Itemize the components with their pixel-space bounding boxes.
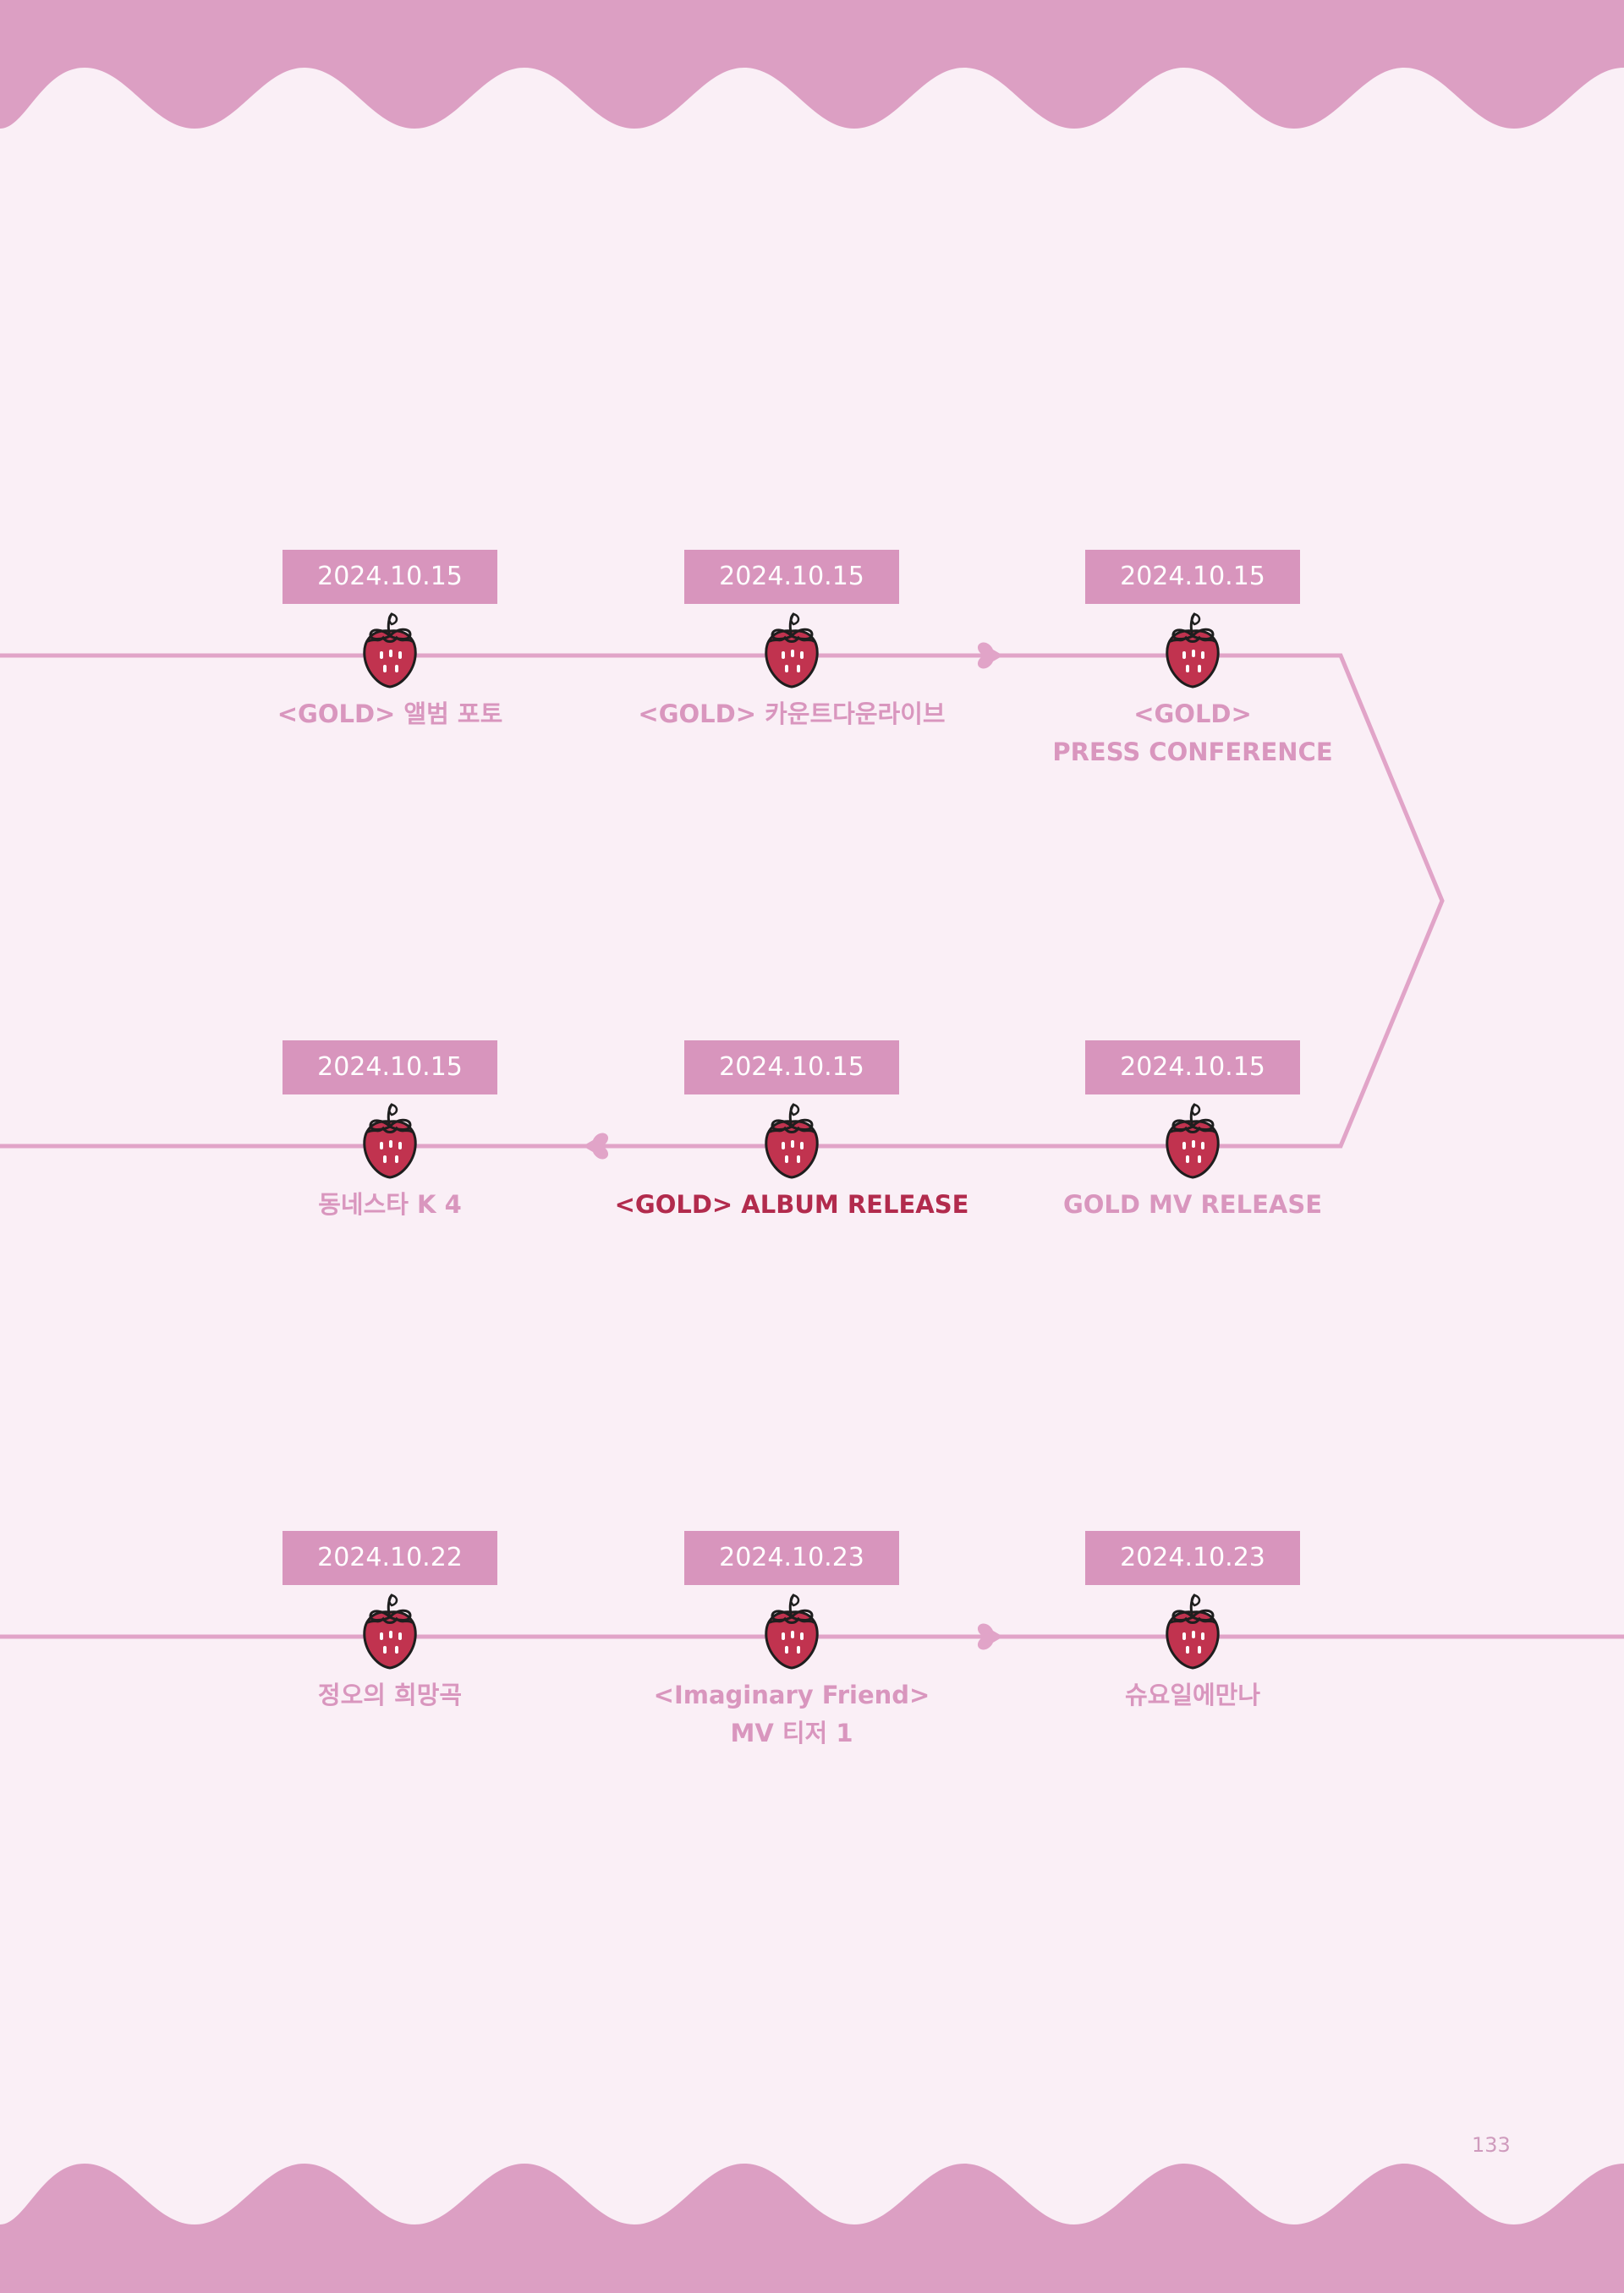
timeline-event: 2024.10.15 <GOLD> PRESS CONFERENCE xyxy=(1015,550,1370,770)
event-date-badge: 2024.10.15 xyxy=(283,550,497,604)
event-caption: GOLD MV RELEASE xyxy=(1015,1186,1370,1224)
strawberry-icon xyxy=(761,1592,822,1670)
timeline-event: 2024.10.23 <Imaginary Friend> MV 티저 1 xyxy=(614,1531,969,1751)
event-caption-line: <GOLD> 카운트다운라이브 xyxy=(638,699,946,728)
event-caption-line: <GOLD> 앨범 포토 xyxy=(277,699,503,728)
event-caption: <GOLD> 카운트다운라이브 xyxy=(614,695,969,733)
timeline-path-upper xyxy=(0,653,1445,1149)
strawberry-icon xyxy=(359,611,420,688)
event-caption: 슈요일에만나 xyxy=(1015,1676,1370,1714)
strawberry-icon xyxy=(1162,611,1223,688)
event-caption-line: 정오의 희망곡 xyxy=(317,1681,463,1709)
event-caption: <GOLD> PRESS CONFERENCE xyxy=(1015,695,1370,771)
event-date-badge: 2024.10.22 xyxy=(283,1531,497,1585)
event-date-badge: 2024.10.15 xyxy=(1085,550,1300,604)
event-caption: <GOLD> 앨범 포토 xyxy=(212,695,568,733)
heart-arrow-icon xyxy=(583,1133,609,1160)
event-caption-line: 슈요일에만나 xyxy=(1124,1681,1261,1709)
strawberry-icon xyxy=(1162,1592,1223,1670)
timeline-event: 2024.10.15 동네스타 K 4 xyxy=(212,1040,568,1260)
bottom-wave-border xyxy=(0,2164,1624,2293)
timeline-event: 2024.10.23 슈요일에만나 xyxy=(1015,1531,1370,1751)
timeline-event: 2024.10.15 <GOLD> 카운트다운라이브 xyxy=(614,550,969,770)
event-caption-line: PRESS CONFERENCE xyxy=(1052,738,1333,766)
strawberry-icon xyxy=(359,1101,420,1179)
event-caption: 정오의 희망곡 xyxy=(212,1676,568,1714)
strawberry-icon xyxy=(761,611,822,688)
event-date-badge: 2024.10.15 xyxy=(684,550,899,604)
heart-arrow-icon xyxy=(977,1623,1003,1650)
page-number: 133 xyxy=(1472,2133,1511,2157)
event-caption: 동네스타 K 4 xyxy=(212,1186,568,1224)
event-caption-line: <Imaginary Friend> xyxy=(653,1681,930,1709)
strawberry-icon xyxy=(761,1101,822,1179)
event-date-badge: 2024.10.15 xyxy=(283,1040,497,1094)
event-caption-line: <GOLD> xyxy=(1133,699,1252,728)
event-date-badge: 2024.10.15 xyxy=(684,1040,899,1094)
event-caption-line: <GOLD> ALBUM RELEASE xyxy=(614,1190,969,1219)
top-wave-border xyxy=(0,0,1624,129)
event-date-badge: 2024.10.23 xyxy=(684,1531,899,1585)
timeline-event: 2024.10.15 <GOLD> ALBUM RELEASE xyxy=(614,1040,969,1260)
event-date-badge: 2024.10.23 xyxy=(1085,1531,1300,1585)
event-caption-line: GOLD MV RELEASE xyxy=(1062,1190,1323,1219)
heart-arrow-icon xyxy=(977,642,1003,669)
event-caption-line: 동네스타 K 4 xyxy=(318,1190,462,1219)
strawberry-icon xyxy=(359,1592,420,1670)
event-caption: <Imaginary Friend> MV 티저 1 xyxy=(614,1676,969,1753)
timeline-event: 2024.10.15 <GOLD> 앨범 포토 xyxy=(212,550,568,770)
event-caption-line: MV 티저 1 xyxy=(730,1719,853,1747)
timeline-event: 2024.10.15 GOLD MV RELEASE xyxy=(1015,1040,1370,1260)
strawberry-icon xyxy=(1162,1101,1223,1179)
timeline-event: 2024.10.22 정오의 희망곡 xyxy=(212,1531,568,1751)
event-date-badge: 2024.10.15 xyxy=(1085,1040,1300,1094)
event-caption: <GOLD> ALBUM RELEASE xyxy=(614,1186,969,1224)
